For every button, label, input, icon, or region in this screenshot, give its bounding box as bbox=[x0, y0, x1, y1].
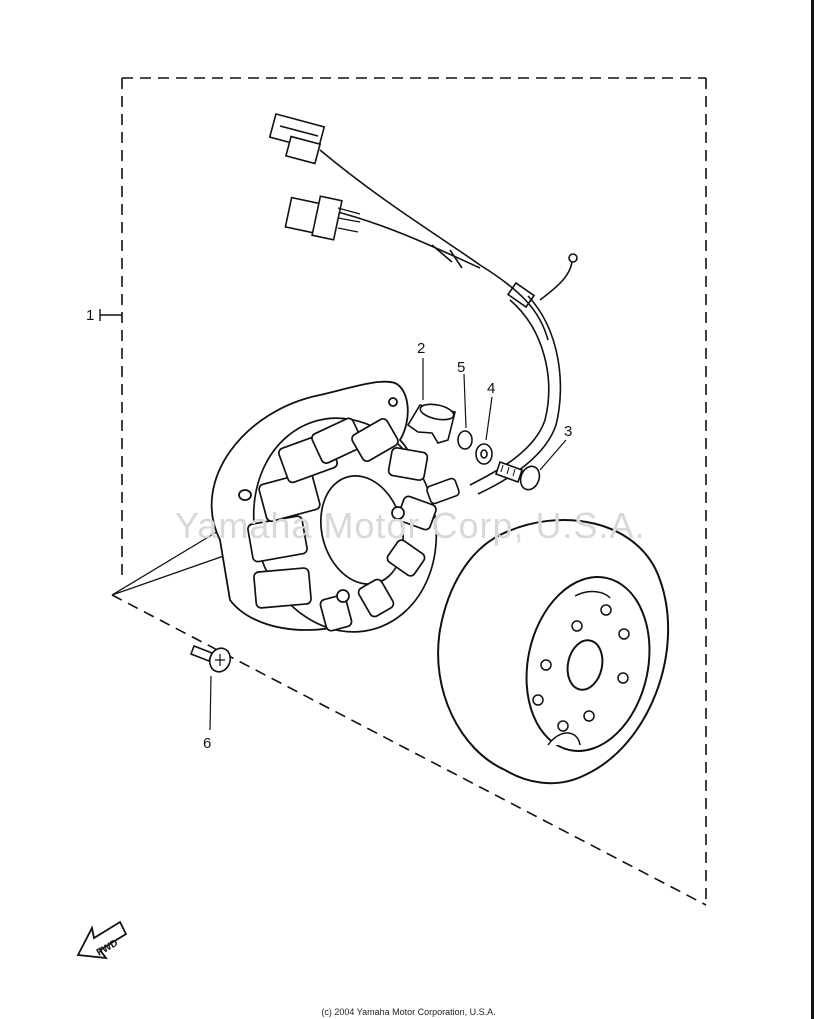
leader-lines bbox=[209, 358, 567, 731]
assembly-boundary bbox=[111, 77, 707, 906]
pickup-coil bbox=[406, 403, 456, 444]
callout-1-marker bbox=[99, 309, 122, 321]
callout-1: 1 bbox=[86, 307, 94, 324]
bolt-3 bbox=[494, 460, 541, 491]
callout-5: 5 bbox=[457, 359, 465, 376]
callout-4: 4 bbox=[487, 380, 495, 397]
coupler-upper bbox=[268, 112, 326, 165]
callout-2: 2 bbox=[417, 340, 425, 357]
washer bbox=[457, 430, 473, 450]
rotor-holes bbox=[532, 604, 630, 732]
screw-6 bbox=[189, 644, 232, 673]
stator-coil bbox=[247, 417, 438, 633]
coupler-lower bbox=[284, 195, 361, 241]
callout-3: 3 bbox=[564, 423, 572, 440]
lead-grommet bbox=[426, 477, 460, 505]
rotor-flywheel bbox=[437, 519, 669, 785]
copyright-notice: (c) 2004 Yamaha Motor Corporation, U.S.A… bbox=[321, 1007, 496, 1017]
stator-leader bbox=[111, 517, 256, 596]
lead-clamp bbox=[475, 443, 493, 465]
watermark: Yamaha Motor Corp, U.S.A. bbox=[175, 505, 646, 546]
callout-6: 6 bbox=[203, 735, 211, 752]
page-edge-rule bbox=[811, 0, 814, 1019]
fwd-arrow-icon: FWD bbox=[76, 920, 128, 960]
